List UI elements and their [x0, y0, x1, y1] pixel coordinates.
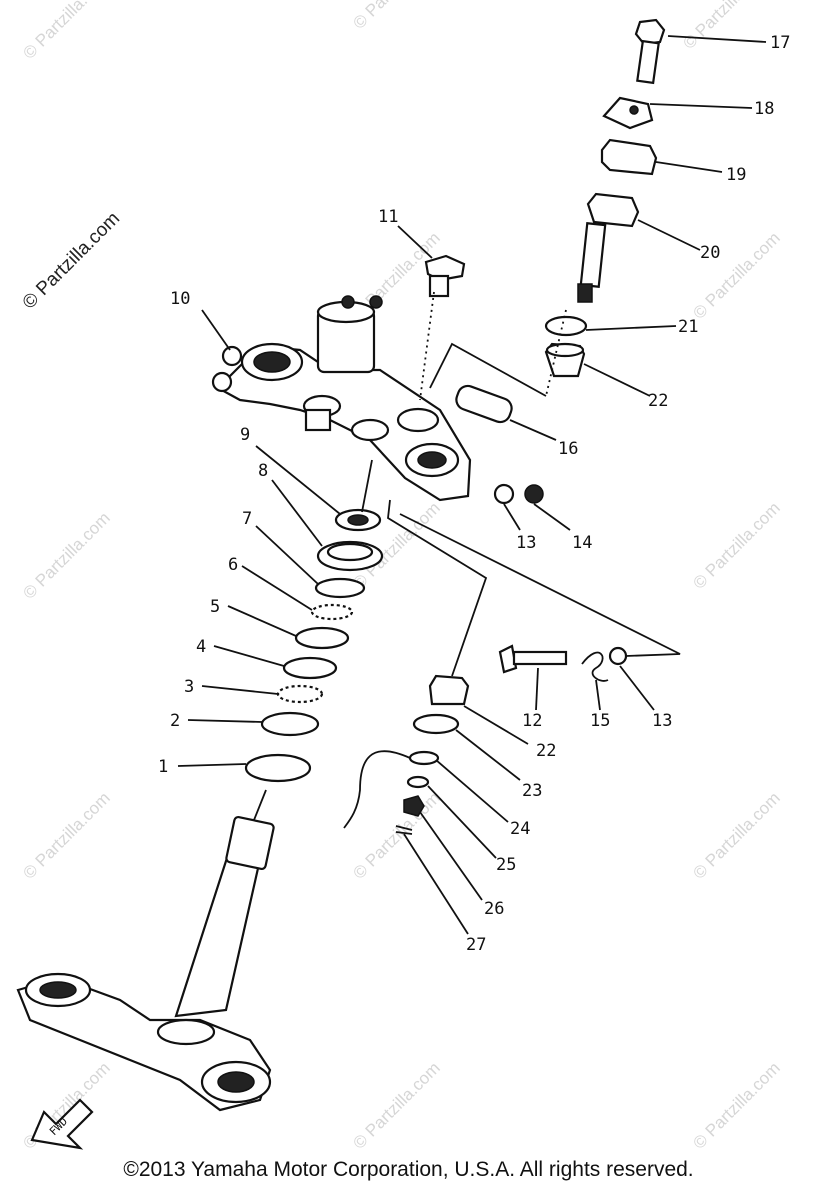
callout-9: 9	[240, 425, 250, 445]
watermark: © Partzilla.com	[19, 508, 113, 602]
callout-6: 6	[228, 555, 238, 575]
part-22-damper	[544, 342, 586, 378]
part-4-race	[282, 656, 338, 680]
watermarks: © Partzilla.com © Partzilla.com © Partzi…	[19, 0, 783, 1153]
callout-14: 14	[572, 533, 592, 553]
callout-26: 26	[484, 899, 504, 919]
part-13-washer-lower	[608, 646, 628, 666]
part-13-washer	[493, 483, 515, 505]
callout-20: 20	[700, 243, 720, 263]
callout-1: 1	[158, 757, 168, 777]
part-18-clamp	[602, 96, 654, 130]
callout-12: 12	[522, 711, 542, 731]
part-5-race	[294, 626, 350, 650]
part-14-nut	[524, 484, 544, 504]
copyright-notice: ©2013 Yamaha Motor Corporation, U.S.A. A…	[123, 1158, 694, 1181]
callout-11: 11	[378, 207, 398, 227]
part-9-ring-nut	[334, 508, 382, 532]
part-22-damper-lower	[428, 674, 470, 706]
part-19-holder	[600, 138, 658, 176]
callout-22b: 22	[536, 741, 556, 761]
callout-22a: 22	[648, 391, 668, 411]
part-11-bolt	[424, 254, 466, 298]
watermark-main: © Partzilla.com	[19, 208, 124, 313]
callout-23: 23	[522, 781, 542, 801]
watermark: © Partzilla.com	[679, 0, 773, 53]
callout-24: 24	[510, 819, 530, 839]
watermark: © Partzilla.com	[349, 0, 443, 33]
callout-15: 15	[590, 711, 610, 731]
watermark: © Partzilla.com	[349, 1058, 443, 1152]
callout-21: 21	[678, 317, 698, 337]
watermark: © Partzilla.com	[19, 0, 113, 63]
upper-bracket	[211, 295, 472, 502]
callout-13a: 13	[516, 533, 536, 553]
part-12-bolt	[498, 644, 568, 674]
callout-16: 16	[558, 439, 578, 459]
leader-lines	[177, 35, 767, 935]
callout-18: 18	[754, 99, 774, 119]
watermark: © Partzilla.com	[689, 1058, 783, 1152]
part-2-seal	[260, 711, 320, 737]
watermark: © Partzilla.com	[689, 498, 783, 592]
callout-8: 8	[258, 461, 268, 481]
callout-27: 27	[466, 935, 486, 955]
callout-25: 25	[496, 855, 516, 875]
callout-3: 3	[184, 677, 194, 697]
part-8-cover	[316, 540, 384, 572]
part-7-race	[314, 577, 366, 599]
callout-13b: 13	[652, 711, 672, 731]
part-25-washer	[406, 775, 430, 789]
callout-17: 17	[770, 33, 790, 53]
watermark: © Partzilla.com	[19, 788, 113, 882]
part-15-clip	[581, 651, 609, 682]
part-26-nut	[403, 795, 425, 817]
part-1-seal	[244, 753, 312, 783]
part-3-bearing	[276, 684, 324, 704]
fwd-arrow: FWD	[30, 1098, 94, 1150]
part-27-cotter-pin	[395, 825, 413, 835]
watermark: © Partzilla.com	[349, 788, 443, 882]
callout-2: 2	[170, 711, 180, 731]
callout-7: 7	[242, 509, 252, 529]
callouts: 1 2 3 4 5 6 7 8 9 10 11 12 13 13 14 15 1…	[158, 33, 790, 955]
part-17-bolt	[634, 18, 666, 85]
callout-4: 4	[196, 637, 206, 657]
part-20-holder-stud	[577, 192, 640, 303]
callout-5: 5	[210, 597, 220, 617]
part-24-cable-clamp	[343, 750, 440, 829]
callout-10: 10	[170, 289, 190, 309]
callout-19: 19	[726, 165, 746, 185]
watermark: © Partzilla.com	[689, 788, 783, 882]
part-16-bushing	[455, 384, 513, 424]
part-21-washer	[544, 315, 588, 337]
part-23-collar	[412, 713, 460, 735]
part-6-bearing	[310, 603, 354, 621]
steering-stem-under-bracket	[16, 815, 275, 1112]
